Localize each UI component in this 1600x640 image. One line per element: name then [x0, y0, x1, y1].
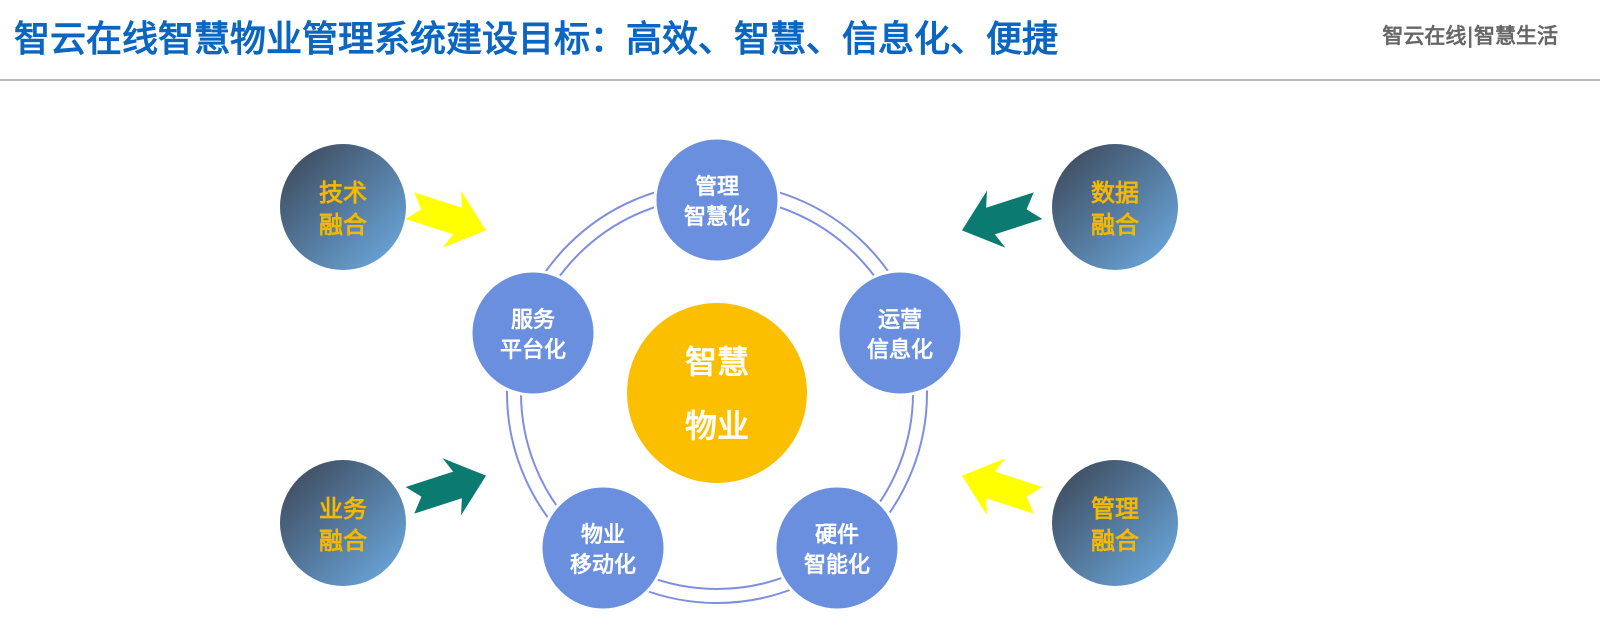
node-label-1: 管理 — [695, 174, 739, 200]
node-label-2: 信息化 — [867, 337, 933, 363]
brand-text: 智云在线|智慧生活 — [1382, 24, 1558, 48]
node-label-2: 智慧化 — [684, 204, 750, 230]
input-label-1: 管理 — [1091, 495, 1139, 523]
node-label-1: 硬件 — [815, 523, 859, 548]
arrow-icon — [405, 458, 487, 516]
node-label-1: 服务 — [511, 308, 556, 333]
node-label-2: 移动化 — [570, 552, 636, 578]
input-label-1: 数据 — [1091, 179, 1139, 207]
center-circle — [627, 303, 807, 483]
node-circle — [836, 269, 964, 397]
input-label-1: 业务 — [319, 495, 368, 523]
arrow-icon — [405, 190, 487, 248]
node-label-1: 运营 — [878, 308, 922, 333]
input-circle — [1052, 144, 1178, 270]
node-label-2: 智能化 — [804, 552, 870, 578]
arrow-icon — [961, 190, 1043, 248]
node-label-1: 物业 — [581, 522, 625, 548]
page-title: 智云在线智慧物业管理系统建设目标：高效、智慧、信息化、便捷 — [14, 19, 1059, 60]
arrow-icon — [961, 458, 1043, 516]
input-circle — [1052, 460, 1178, 586]
center-label-2: 物业 — [685, 407, 749, 445]
node-circle — [653, 136, 781, 264]
input-circle — [280, 460, 406, 586]
input-circle — [280, 144, 406, 270]
node-circle — [539, 484, 667, 612]
input-label-1: 技术 — [319, 179, 367, 207]
header-divider — [0, 79, 1600, 81]
input-label-2: 融合 — [319, 527, 368, 555]
input-label-2: 融合 — [1091, 211, 1140, 239]
node-circle — [773, 484, 901, 612]
node-label-2: 平台化 — [500, 337, 566, 363]
node-circle — [469, 269, 597, 397]
center-label-1: 智慧 — [685, 343, 749, 381]
input-label-2: 融合 — [1091, 527, 1140, 555]
input-label-2: 融合 — [319, 211, 368, 239]
